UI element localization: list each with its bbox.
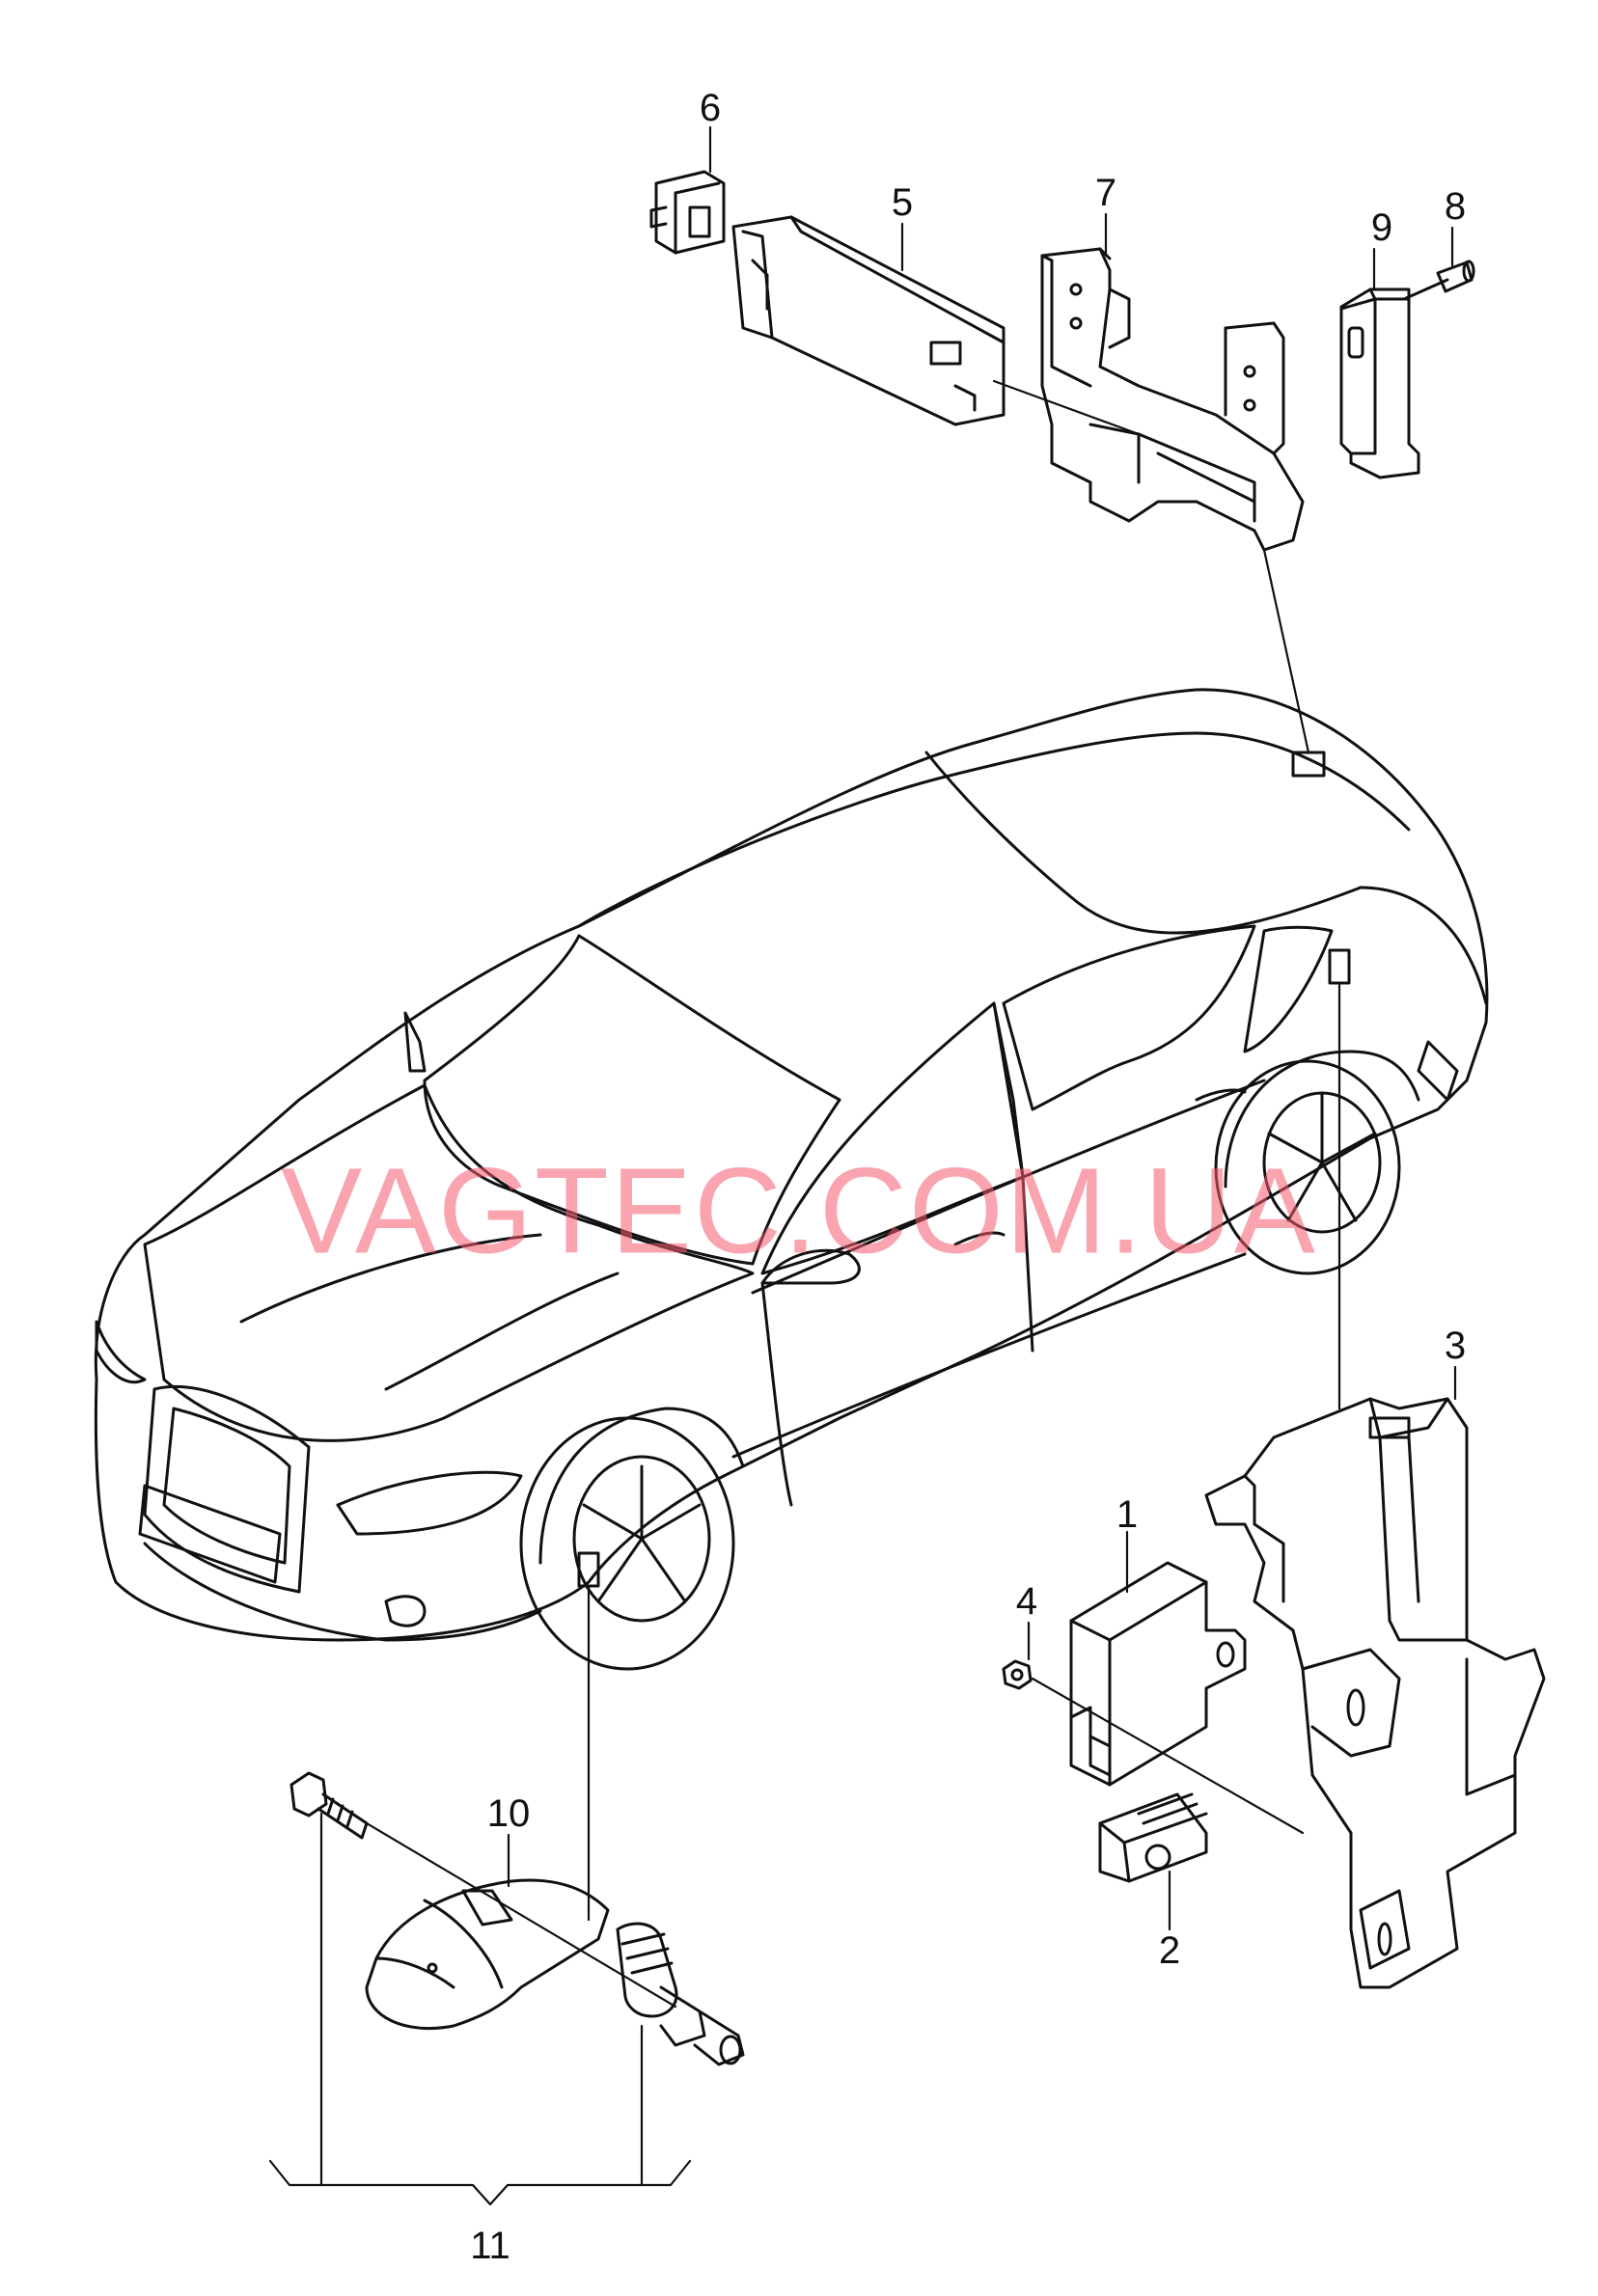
rear-door-window — [1002, 924, 1256, 1111]
windshield — [423, 934, 841, 1266]
callout-7: 7 — [1094, 172, 1117, 214]
callout-9: 9 — [1370, 206, 1393, 249]
part-9-module — [1339, 287, 1420, 479]
car-body-outline — [94, 688, 1489, 1642]
front-bumper — [143, 1542, 542, 1642]
front-wheel — [519, 1416, 735, 1671]
rear-wheel-spokes — [1267, 1093, 1377, 1222]
valve-stem — [616, 1922, 745, 2066]
callout-8: 8 — [1444, 185, 1467, 228]
front-wheel-rim — [572, 1455, 711, 1623]
headlight-left — [95, 1320, 147, 1384]
license-plate — [138, 1484, 282, 1584]
door-handle-front — [953, 1231, 1006, 1246]
leader-lines — [268, 125, 1457, 2206]
rear-wheel — [1214, 1059, 1401, 1275]
part-1-control-unit — [1069, 1561, 1247, 1787]
door-line-front — [760, 1281, 793, 1507]
grille-inner — [162, 1407, 291, 1565]
front-wheel-arch — [538, 1407, 745, 1565]
callout-5: 5 — [891, 181, 914, 224]
hood-crease — [239, 1233, 542, 1324]
callout-4: 4 — [1015, 1580, 1038, 1623]
door-line-mid — [1021, 1175, 1034, 1353]
rear-light — [1417, 1040, 1459, 1102]
front-wheel-spokes — [582, 1464, 702, 1603]
hood-crease-2 — [384, 1271, 620, 1391]
trunk-line — [1359, 886, 1488, 1005]
sensor-screw — [289, 1771, 369, 1840]
control-unit-location-marker — [1328, 948, 1351, 985]
part-10-pressure-sensor — [365, 1878, 610, 2031]
mirror-antenna — [403, 1011, 427, 1073]
callout-1: 1 — [1116, 1493, 1139, 1536]
roof-line — [577, 731, 1411, 928]
callout-6: 6 — [699, 87, 722, 129]
sill-line — [731, 1252, 1247, 1459]
side-mirror — [760, 1248, 861, 1285]
callout-2: 2 — [1158, 1929, 1181, 1972]
rear-quarter-window — [1243, 925, 1334, 1053]
rear-wheel-rim — [1262, 1091, 1382, 1234]
part-7-bracket — [1040, 247, 1305, 552]
rear-wheel-arch — [1224, 1050, 1420, 1189]
roof-edge — [924, 751, 1363, 935]
part-2-connector — [1098, 1792, 1208, 1883]
headlight-right — [336, 1470, 523, 1536]
callout-3: 3 — [1444, 1325, 1467, 1367]
part-6-connector — [649, 170, 726, 255]
callout-11: 11 — [470, 2225, 510, 2267]
car-illustration — [94, 688, 1489, 1671]
part-3-housing — [1204, 1397, 1546, 1989]
part-4-nut — [1002, 1659, 1033, 1690]
part-5-antenna — [731, 215, 1006, 426]
part-8-bolt — [1402, 260, 1475, 301]
callout-10: 10 — [486, 1792, 531, 1835]
hood-outline — [143, 1083, 755, 1442]
fog-light — [384, 1595, 427, 1627]
window-pillar — [992, 1001, 1025, 1179]
belt-line — [751, 1079, 1266, 1295]
